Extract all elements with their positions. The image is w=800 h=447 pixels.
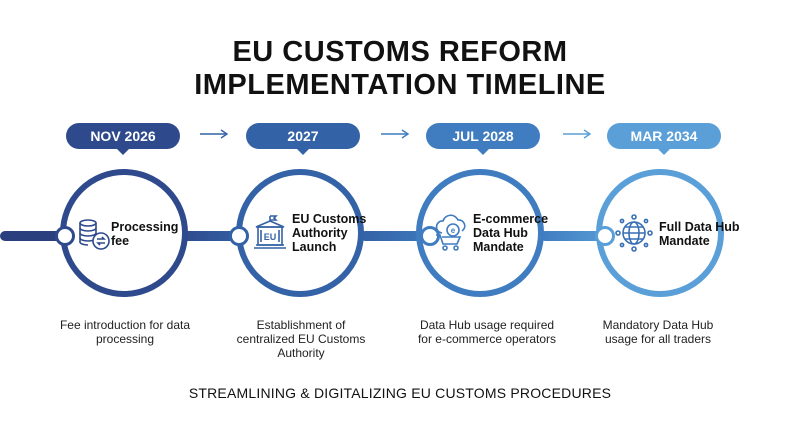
milestone-1-dot bbox=[55, 226, 75, 246]
cloud-cart-icon: e bbox=[435, 214, 466, 251]
milestone-4-label: Full Data Hub Mandate bbox=[659, 220, 740, 248]
milestone-2-description: Establishment of centralized EU Customs … bbox=[236, 318, 366, 360]
page-title: EU CUSTOMS REFORM IMPLEMENTATION TIMELIN… bbox=[0, 36, 800, 102]
svg-text:e: e bbox=[451, 226, 456, 235]
milestone-2-label: EU Customs Authority Launch bbox=[292, 212, 367, 254]
milestone-4-date-badge: MAR 2034 bbox=[607, 123, 721, 155]
milestone-1-date-badge: NOV 2026 bbox=[66, 123, 180, 155]
milestone-3-label: E-commerce Data Hub Mandate bbox=[473, 212, 549, 254]
milestone-1-label: Processing fee bbox=[111, 220, 179, 248]
milestone-2-date-badge: 2027 bbox=[246, 123, 360, 155]
milestone-2-dot bbox=[229, 226, 249, 246]
footer-tagline: STREAMLINING & DIGITALIZING EU CUSTOMS P… bbox=[188, 385, 612, 401]
svg-text:EU: EU bbox=[264, 232, 277, 242]
timeline-connector-lead bbox=[0, 231, 70, 241]
arrow-right-icon bbox=[200, 129, 229, 139]
globe-network-icon bbox=[615, 214, 653, 252]
arrow-right-icon bbox=[563, 129, 592, 139]
milestone-3-description: Data Hub usage required for e-commerce o… bbox=[417, 318, 557, 346]
milestone-4-dot bbox=[595, 226, 615, 246]
eu-building-icon: EU bbox=[254, 215, 286, 249]
arrow-right-icon bbox=[381, 129, 410, 139]
coins-exchange-icon bbox=[79, 219, 110, 250]
timeline-connector-2 bbox=[360, 231, 440, 241]
milestone-3-dot bbox=[420, 226, 440, 246]
milestone-4-description: Mandatory Data Hub usage for all traders bbox=[602, 318, 714, 346]
milestone-3-date-badge: JUL 2028 bbox=[426, 123, 540, 155]
timeline-connector-1 bbox=[180, 231, 250, 241]
title-line-1: EU CUSTOMS REFORM bbox=[232, 36, 568, 68]
title-line-2: IMPLEMENTATION TIMELINE bbox=[194, 69, 606, 101]
timeline-connector-3 bbox=[540, 231, 620, 241]
milestone-1-description: Fee introduction for data processing bbox=[59, 318, 191, 346]
